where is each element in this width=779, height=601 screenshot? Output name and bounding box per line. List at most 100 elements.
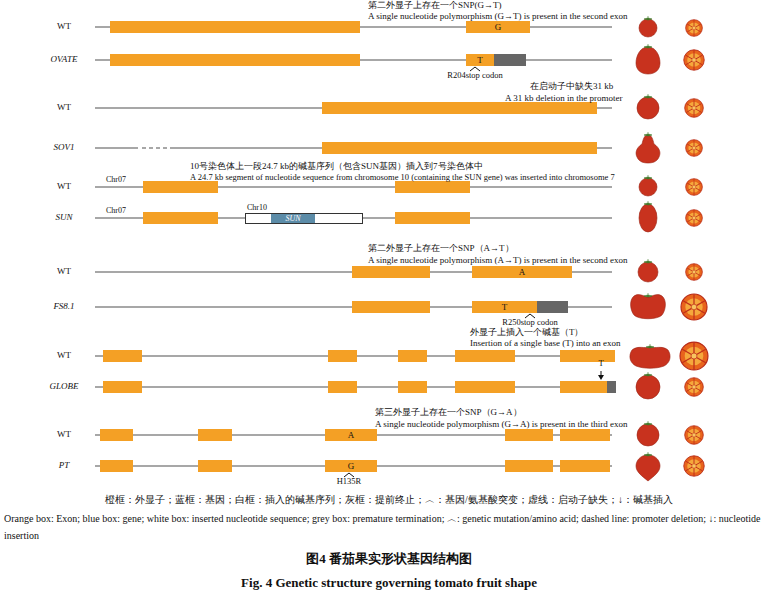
- exon-boxes-part: [100, 460, 133, 472]
- tomato-cross-sections-part: [686, 140, 703, 157]
- tomato-calyx-part: [644, 94, 652, 98]
- tomato-fruits-part: [636, 375, 660, 399]
- annotation-cn: 第二外显子上存在一个SNP（A→T）: [368, 243, 514, 253]
- exon-boxes-part: [322, 142, 597, 154]
- base-letter: A: [472, 266, 572, 278]
- tomato-fruits-part: [631, 295, 666, 319]
- exon-boxes-part: [198, 460, 232, 472]
- chromosome-label: Chr07: [106, 206, 126, 215]
- inserted-base: T: [598, 359, 603, 369]
- tomato-calyx-part: [644, 372, 652, 376]
- base-letter: T: [472, 301, 537, 313]
- tomato-cross-sections-part: [686, 264, 703, 281]
- row-label: WT: [57, 429, 71, 439]
- exon-boxes-part: [395, 181, 470, 193]
- annotation-en: A single nucleotide polymorphism (G→A) i…: [375, 419, 627, 429]
- annotation-cn: 在启动子中缺失31 kb: [530, 81, 613, 91]
- tomato-fruits-part: [636, 455, 660, 481]
- exon-boxes-part: [560, 350, 615, 362]
- exon-boxes-part: [352, 301, 430, 313]
- exon-box: T: [466, 54, 494, 66]
- premature-stop-boxes-part: [533, 301, 568, 313]
- tomato-calyx: [644, 16, 654, 456]
- row-label: PT: [59, 460, 70, 470]
- tomato-fruits-part: [638, 262, 658, 282]
- exon-boxes-part: [328, 381, 357, 393]
- exon-boxes-part: [455, 381, 515, 393]
- annotation-en: A 24.7 kb segment of nucleotide sequence…: [190, 173, 615, 183]
- exon-boxes-part: [505, 460, 553, 472]
- row-label: SUN: [55, 212, 72, 222]
- row-label: FS8.1: [53, 301, 74, 311]
- tomato-cross-sections-part: [686, 20, 703, 37]
- tomato-fruits-part: [637, 97, 659, 119]
- exon-boxes-part: [560, 429, 610, 441]
- exon-boxes-part: [103, 350, 142, 362]
- figure-title: 图4 番茄果实形状基因结构图: [306, 552, 472, 567]
- exon-boxes-part: [560, 460, 610, 472]
- tomato-fruits-part: [636, 47, 660, 74]
- tomato-cross-sections-part: [685, 378, 704, 397]
- row-label: GLOBE: [50, 381, 79, 391]
- exon-boxes-part: [110, 21, 360, 33]
- row-label: WT: [57, 266, 71, 276]
- tomato-calyx-part: [644, 452, 652, 456]
- tomato-fruits-part: [637, 424, 659, 446]
- tomato-cross-sections-part: [686, 179, 703, 196]
- exon-boxes-part: [322, 102, 597, 114]
- exon-boxes-part: [143, 212, 218, 224]
- row-label: WT: [57, 181, 71, 191]
- tomato-calyx-part: [644, 175, 652, 179]
- exon-boxes-part: [143, 181, 218, 193]
- exon-box: T: [472, 301, 537, 313]
- exon-boxes-part: [455, 350, 515, 362]
- annotation-en: A single nucleotide polymorphism (G→T) i…: [368, 11, 627, 21]
- exon-box: G: [466, 21, 530, 33]
- backbone-lines: [95, 27, 615, 466]
- exon-boxes-part: [328, 350, 357, 362]
- exon-boxes-part: [398, 350, 427, 362]
- annotation-en: A 31 kb deletion in the promoter: [505, 93, 622, 103]
- annotation-cn: 第二外显子上存在一个SNP(G→T): [368, 0, 502, 10]
- row-label: WT: [57, 350, 71, 360]
- annotation-en: A single nucleotide polymorphism (A→T) i…: [368, 255, 627, 265]
- insertion-arrow: [598, 371, 604, 380]
- annotation-cn: 10号染色体上一段24.7 kb的碱基序列（包含SUN基因）插入到7号染色体中: [190, 161, 483, 171]
- mutation-label: R204stop codon: [447, 71, 503, 81]
- tomato-calyx-part: [644, 421, 652, 425]
- tomato-cross-sections-part: [686, 210, 703, 227]
- base-letter: T: [466, 54, 494, 66]
- exon-boxes-part: [110, 54, 360, 66]
- row-label: SOV1: [54, 142, 75, 152]
- exon-box: G: [325, 460, 377, 472]
- annotation-en: Insertion of a single base (T) into an e…: [470, 338, 620, 348]
- exon-boxes-part: [198, 429, 232, 441]
- tomato-cross-sections-part: [684, 50, 704, 70]
- mutation-label: H135R: [337, 477, 362, 487]
- exon-boxes-part: [560, 381, 607, 393]
- base-letter: G: [325, 460, 377, 472]
- inserted-sequence-box: Chr10SUN: [245, 213, 363, 224]
- tomato-fruits-part: [639, 19, 657, 37]
- gene-name: SUN: [271, 214, 315, 223]
- tomato-cross-sections-part: [680, 342, 708, 370]
- row-label: WT: [57, 21, 71, 31]
- tomato-calyx-part: [646, 344, 654, 348]
- exon-boxes-part: [398, 381, 427, 393]
- premature-stop-boxes-part: [607, 381, 616, 393]
- tomato-fruits-part: [630, 347, 670, 368]
- gene-box: SUN: [271, 214, 315, 223]
- tomato-cross-sections-part: [685, 426, 704, 445]
- legend-text: Orange box: Exon; blue box: gene; white …: [4, 510, 775, 544]
- legend-text: 橙框：外显子；蓝框：基因；白框：插入的碱基序列；灰框：提前终止；︿：基因/氨基酸…: [105, 494, 673, 506]
- annotation-cn: 第三外显子上存在一个SNP（G→A）: [375, 407, 522, 417]
- tomato-calyx-part: [644, 132, 652, 136]
- tomato-cross-sections: [680, 20, 708, 477]
- base-letter: G: [466, 21, 530, 33]
- backbone-lines-part: [95, 147, 138, 149]
- tomato-calyx-part: [644, 293, 652, 297]
- insertion-arrow-part: [598, 375, 604, 380]
- base-letter: A: [325, 429, 377, 441]
- backbone-lines-part: [142, 147, 168, 149]
- sequence-heading: Chr10: [247, 203, 267, 213]
